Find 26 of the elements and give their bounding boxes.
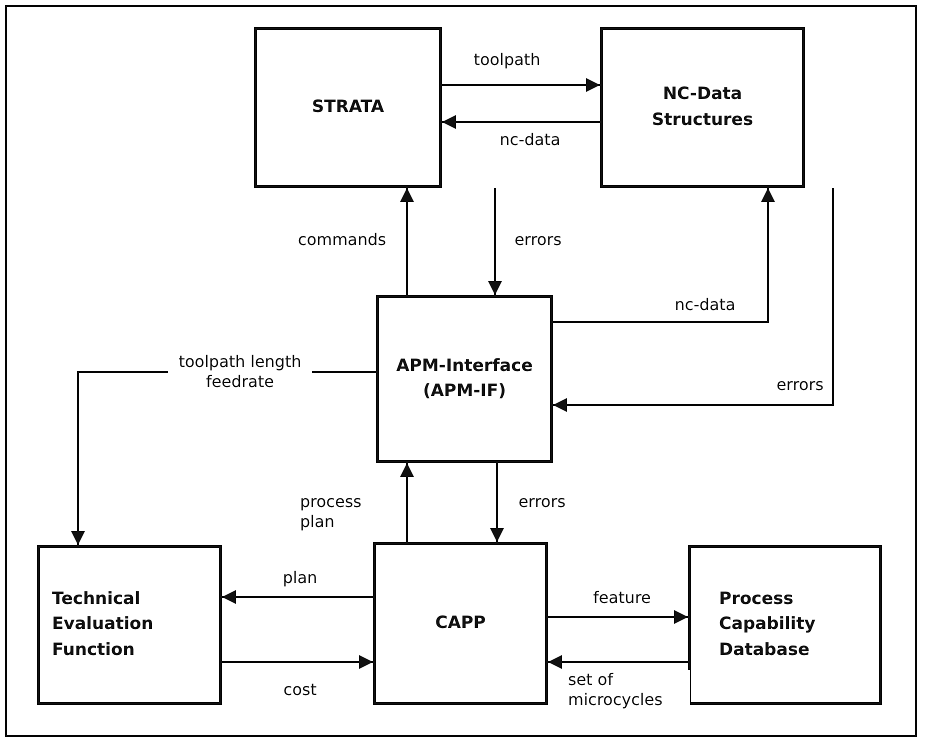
arrow xyxy=(442,115,600,129)
node-label: STRATA xyxy=(312,96,384,119)
node-label: Technical Evaluation Function xyxy=(52,588,154,662)
process-box xyxy=(600,27,805,188)
edge-label: toolpath xyxy=(472,50,542,70)
process-box xyxy=(688,545,882,705)
arrow xyxy=(400,463,414,542)
arrow xyxy=(553,188,834,412)
process-box xyxy=(376,295,553,463)
node-label: NC-Data Structures xyxy=(650,83,754,132)
arrow xyxy=(222,590,373,604)
arrow xyxy=(548,610,688,624)
node-label: APM-Interface (APM-IF) xyxy=(395,354,534,403)
arrow xyxy=(400,188,414,295)
node-label: CAPP xyxy=(435,612,486,635)
process-box xyxy=(254,27,442,188)
arrow xyxy=(442,78,600,92)
arrow xyxy=(490,463,504,542)
arrow xyxy=(222,655,373,669)
process-box xyxy=(373,542,548,705)
arrow xyxy=(488,188,502,295)
arrow xyxy=(553,188,775,323)
node-label: Process Capability Database xyxy=(719,588,816,662)
process-box xyxy=(37,545,222,705)
edge-label: set of microcycles xyxy=(566,670,690,710)
arrow xyxy=(548,655,688,669)
